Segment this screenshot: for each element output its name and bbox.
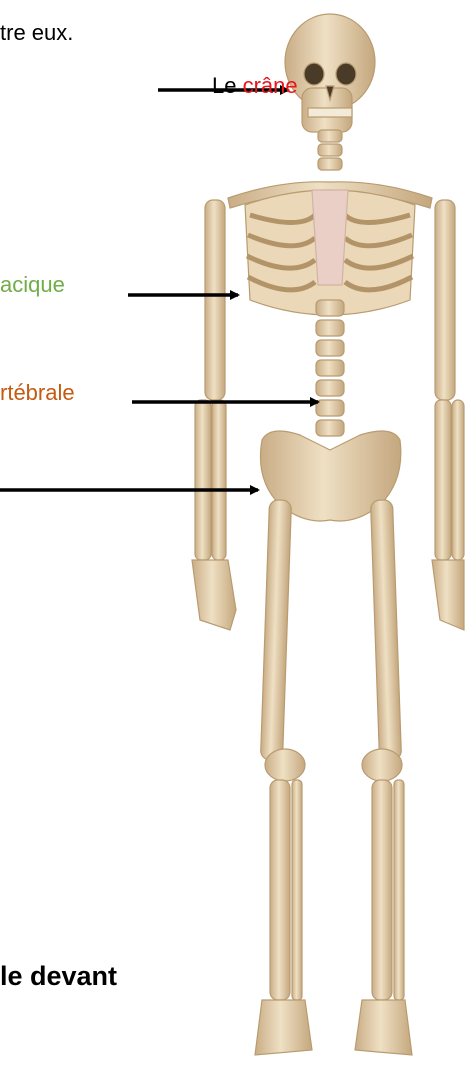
- label-crane-prefix: Le: [212, 73, 243, 98]
- label-vertebral-column: rtébrale: [0, 380, 75, 406]
- label-thorax: acique: [0, 272, 65, 298]
- label-crane-word: crâne: [243, 73, 298, 98]
- label-crane: Le crâne: [212, 73, 298, 99]
- intro-text: tre eux.: [0, 20, 73, 46]
- caption: le devant: [0, 960, 117, 992]
